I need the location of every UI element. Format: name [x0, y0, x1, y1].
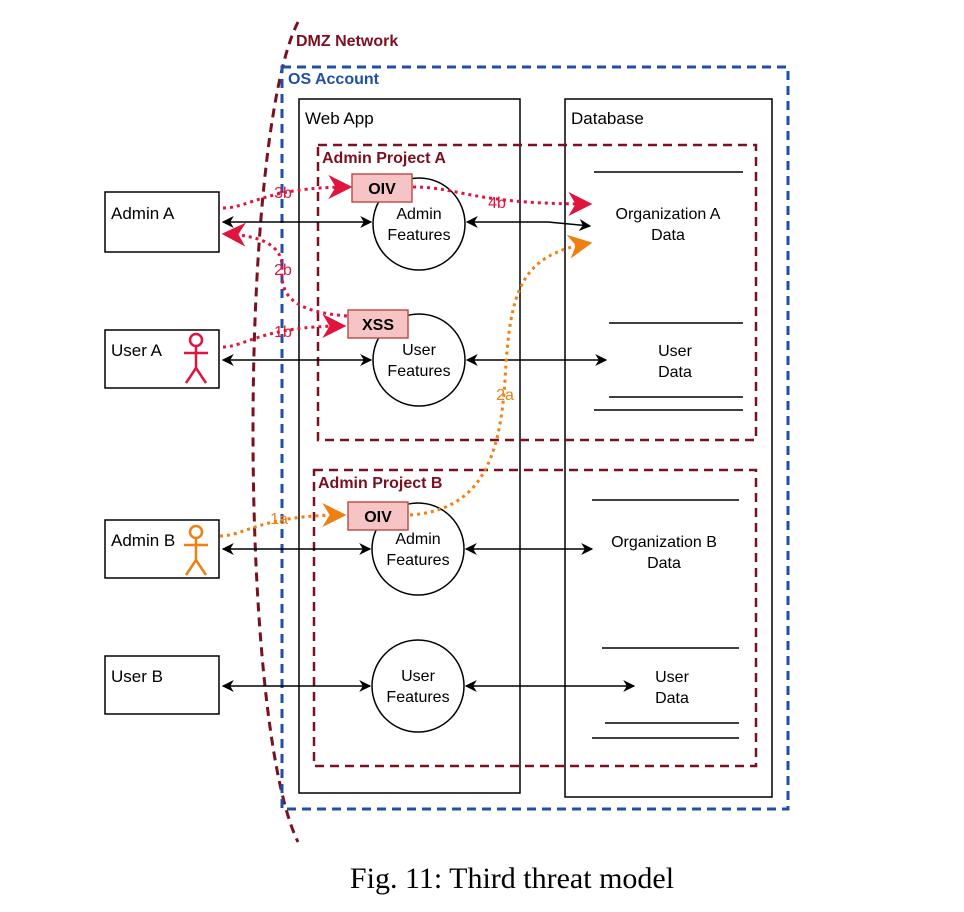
attack-4b-path — [412, 185, 593, 216]
admin-b-label: Admin B — [111, 531, 175, 550]
dmz-label: DMZ Network — [296, 33, 398, 50]
org-b-data-store: Organization B Data — [592, 499, 739, 572]
admin-features-a-line2: Features — [387, 227, 450, 244]
org-a-data-line2: Data — [651, 227, 685, 244]
oiv-a-box — [351, 173, 413, 203]
user-a-label: User A — [111, 341, 163, 360]
user-features-b-line1: User — [401, 668, 435, 685]
org-a-data-store: Organization A Data — [594, 171, 743, 244]
os-account-label: OS Account — [288, 71, 380, 88]
user-b-data-store: User Data — [592, 647, 739, 739]
admin-a-box — [104, 191, 220, 253]
user-b-data-line1: User — [655, 669, 689, 686]
os-account-boundary — [280, 65, 790, 811]
admin-b-box — [104, 519, 220, 579]
user-a-box — [104, 329, 220, 389]
user-b-box — [104, 655, 220, 715]
attack-1b-path — [222, 314, 347, 349]
attack-1a-path — [219, 503, 347, 538]
user-features-b-line2: Features — [386, 689, 449, 706]
attack-3b-path — [222, 175, 353, 210]
step-2a-label: 2a — [496, 387, 514, 404]
admin-project-a-label: Admin Project A — [322, 150, 446, 167]
flow-admin-a-features-org-a — [465, 216, 592, 231]
admin-a-label: Admin A — [111, 204, 175, 223]
user-features-a-line1: User — [402, 342, 436, 359]
admin-project-b-boundary — [312, 468, 758, 768]
attacker-user-a-icon — [184, 332, 208, 384]
database-label: Database — [571, 109, 644, 128]
oiv-b-label: OIV — [364, 509, 392, 526]
step-1b-label: 1b — [274, 324, 292, 341]
xss-box — [347, 309, 409, 339]
user-b-label: User B — [111, 667, 163, 686]
step-3b-label: 3b — [274, 185, 292, 202]
step-1a-label: 1a — [270, 511, 288, 528]
user-features-a-line2: Features — [387, 363, 450, 380]
org-a-data-line1: Organization A — [616, 206, 721, 223]
oiv-b-box — [347, 501, 409, 531]
figure-caption: Fig. 11: Third threat model — [349, 862, 675, 895]
admin-features-b-line1: Admin — [395, 531, 440, 548]
attacker-admin-b-icon — [184, 524, 208, 576]
database-box — [564, 98, 773, 798]
step-2b-label: 2b — [274, 262, 292, 279]
attack-2a-path — [409, 234, 593, 517]
xss-label: XSS — [362, 317, 394, 334]
admin-features-b-line2: Features — [386, 552, 449, 569]
user-a-data-line1: User — [658, 343, 692, 360]
dmz-boundary — [251, 21, 300, 843]
web-app-label: Web App — [305, 109, 374, 128]
org-b-data-line1: Organization B — [611, 534, 717, 551]
web-app-box — [298, 98, 521, 794]
user-a-data-store: User Data — [594, 322, 743, 411]
admin-features-a-line1: Admin — [396, 206, 441, 223]
admin-project-b-label: Admin Project B — [318, 475, 442, 492]
user-a-data-line2: Data — [658, 364, 692, 381]
org-b-data-line2: Data — [647, 555, 681, 572]
user-b-data-line2: Data — [655, 690, 689, 707]
step-4b-label: 4b — [488, 195, 506, 212]
oiv-a-label: OIV — [368, 181, 396, 198]
admin-project-a-boundary — [316, 143, 758, 442]
user-features-b-circle — [371, 639, 465, 733]
